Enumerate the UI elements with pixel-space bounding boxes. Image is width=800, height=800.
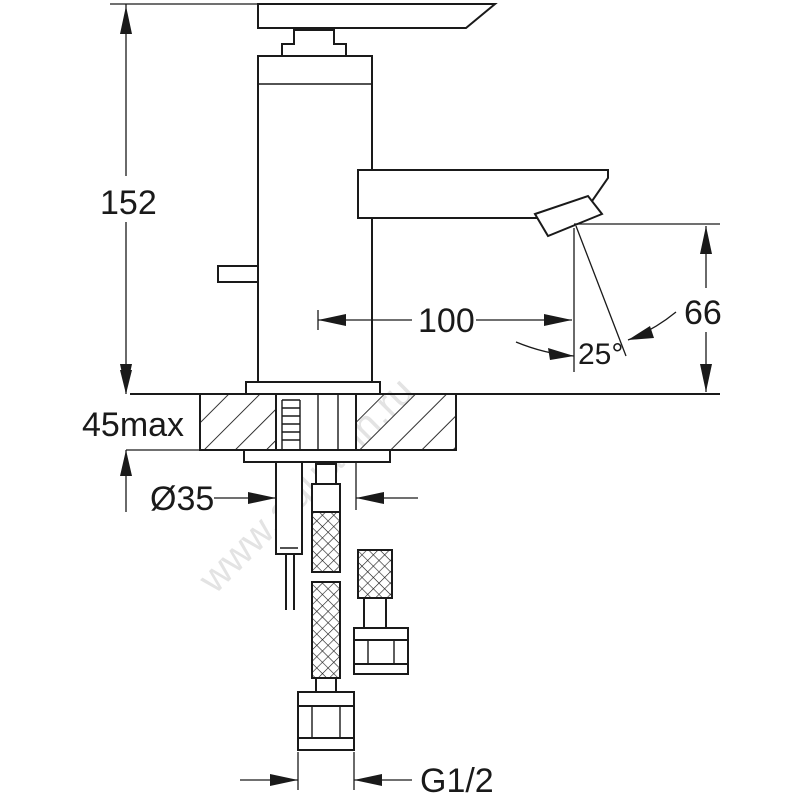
label-deck-45max: 45max [82, 406, 184, 444]
deck-hatch-right [355, 393, 457, 451]
hex-nut-bottom [297, 691, 355, 707]
faucet-assembly [217, 3, 609, 395]
deck-section [130, 393, 720, 463]
handle-neck [281, 29, 347, 57]
base-flange [245, 381, 381, 395]
supply-hose-short [353, 549, 409, 675]
dimension-angle-25 [515, 225, 677, 360]
label-thread-g12: G1/2 [420, 762, 494, 800]
under-deck-parts [275, 461, 409, 751]
faucet-body [257, 55, 373, 385]
label-height-66: 66 [684, 294, 722, 332]
deck-hatch-left [199, 393, 277, 451]
stud-thread [281, 399, 301, 450]
label-angle-25: 25° [578, 338, 623, 371]
lever-handle [257, 3, 498, 29]
mounting-stud [275, 393, 357, 451]
aerator [533, 194, 604, 238]
fixing-plate [243, 449, 391, 463]
label-reach-100: 100 [418, 302, 475, 340]
popup-rod-knob [217, 265, 259, 283]
label-height-152: 152 [100, 184, 157, 222]
popup-rod [275, 461, 303, 555]
dimension-diameter-35 [214, 462, 418, 510]
dimension-reach-100 [317, 228, 575, 372]
dimension-thread-g12 [240, 752, 412, 790]
dimension-deck-45max [120, 370, 200, 512]
label-diameter-35: Ø35 [150, 480, 214, 518]
dimension-height-66 [574, 223, 730, 392]
supply-hose-long [297, 463, 355, 751]
